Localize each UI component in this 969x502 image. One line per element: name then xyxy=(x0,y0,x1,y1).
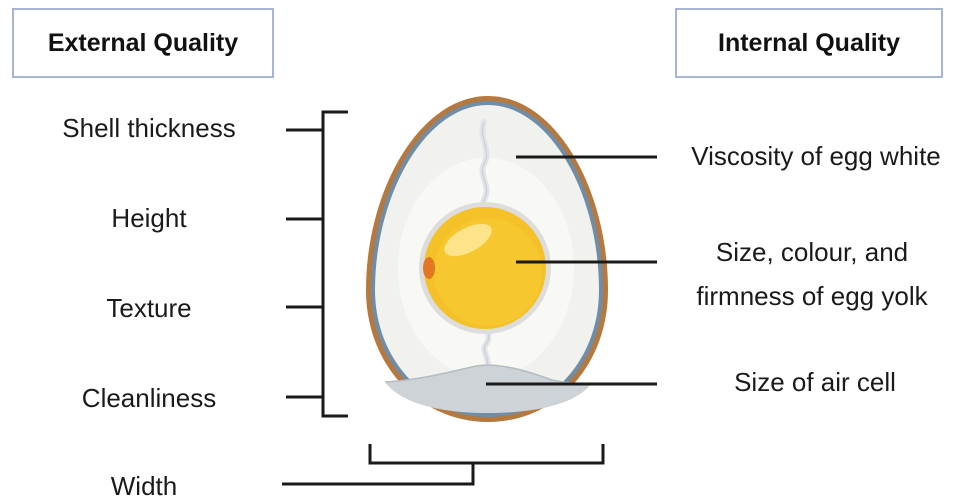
label-cleanliness: Cleanliness xyxy=(44,382,254,414)
label-height: Height xyxy=(44,202,254,234)
label-egg-white-viscosity: Viscosity of egg white xyxy=(664,140,968,172)
label-egg-yolk: Size, colour, and firmness of egg yolk xyxy=(662,230,962,318)
germinal-disc xyxy=(423,257,435,279)
label-egg-yolk-line2: firmness of egg yolk xyxy=(662,274,962,318)
label-egg-yolk-line1: Size, colour, and xyxy=(662,230,962,274)
leader-width xyxy=(282,463,473,484)
label-width: Width xyxy=(84,470,204,502)
label-shell-thickness: Shell thickness xyxy=(44,112,254,144)
label-air-cell: Size of air cell xyxy=(690,366,940,398)
width-bracket xyxy=(370,444,603,463)
label-texture: Texture xyxy=(44,292,254,324)
external-bracket xyxy=(323,112,348,416)
